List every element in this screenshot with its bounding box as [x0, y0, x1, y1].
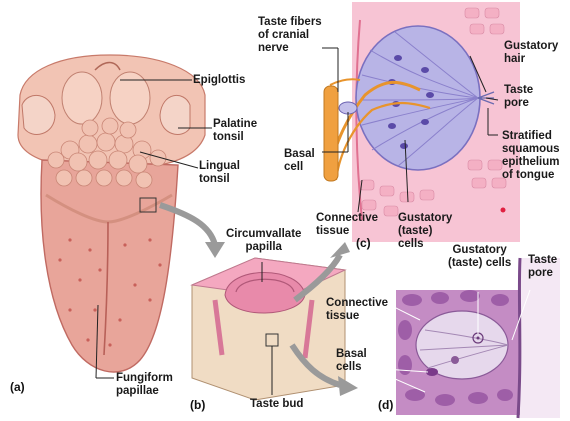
label-circumvallate-papilla: Circumvallate papilla: [226, 228, 301, 254]
label-lingual-tonsil: Lingual tonsil: [199, 160, 240, 186]
panel-label-a: (a): [10, 380, 25, 394]
label-gustatory-c-line1: Gustatory: [398, 212, 453, 224]
label-basal-cell: Basal cell: [284, 148, 315, 174]
label-stratified-line2: squamous: [502, 143, 560, 155]
label-circumvallate-line2: papilla: [245, 241, 282, 253]
label-taste-pore-d-line1: Taste: [528, 254, 558, 266]
label-taste-bud: Taste bud: [250, 398, 304, 410]
label-connective-tissue-c: Connective tissue: [316, 212, 378, 238]
label-taste-fibers-line3: nerve: [258, 42, 289, 54]
label-basal-cell-line1: Basal: [284, 148, 315, 160]
label-connective-c-line2: tissue: [316, 225, 350, 237]
label-taste-fibers-line2: of cranial: [258, 29, 310, 41]
label-gustatory-c-line3: cells: [398, 238, 424, 250]
label-gustatory-hair-line2: hair: [504, 53, 526, 65]
label-gustatory-hair-line1: Gustatory: [504, 40, 559, 52]
label-palatine-line2: tonsil: [213, 131, 244, 143]
label-stratified-epithelium: Stratified squamous epithelium of tongue: [502, 130, 560, 182]
label-gustatory-hair: Gustatory hair: [504, 40, 558, 66]
label-lingual-line1: Lingual: [199, 160, 240, 172]
label-gustatory-cells-c: Gustatory (taste) cells: [398, 212, 452, 251]
panel-label-c: (c): [356, 236, 371, 250]
label-connective-d-line2: tissue: [326, 310, 360, 322]
label-lingual-line2: tonsil: [199, 173, 230, 185]
label-connective-d-line1: Connective: [326, 297, 388, 309]
label-stratified-line1: Stratified: [502, 130, 552, 142]
label-basal-cells-d: Basal cells: [336, 348, 367, 374]
label-stratified-line4: of tongue: [502, 169, 555, 181]
label-taste-pore-c-line2: pore: [504, 97, 529, 109]
label-stratified-line3: epithelium: [502, 156, 560, 168]
label-epiglottis: Epiglottis: [193, 74, 246, 86]
label-fungiform-papillae: Fungiform papillae: [116, 372, 173, 398]
panel-label-b: (b): [190, 398, 206, 412]
label-fungiform-line2: papillae: [116, 385, 159, 397]
label-taste-pore-d-line2: pore: [528, 267, 553, 279]
label-taste-pore-c: Taste pore: [504, 84, 533, 110]
label-gustatory-cells-d: Gustatory (taste) cells: [448, 244, 511, 270]
label-taste-fibers-line1: Taste fibers: [258, 16, 322, 28]
label-taste-pore-c-line1: Taste: [504, 84, 534, 96]
label-palatine-line1: Palatine: [213, 118, 258, 130]
label-taste-pore-d: Taste pore: [528, 254, 557, 280]
panel-label-d: (d): [378, 398, 394, 412]
label-gustatory-c-line2: (taste): [398, 225, 433, 237]
label-connective-tissue-d: Connective tissue: [326, 297, 388, 323]
label-palatine-tonsil: Palatine tonsil: [213, 118, 257, 144]
label-connective-c-line1: Connective: [316, 212, 378, 224]
label-basal-cell-line2: cell: [284, 161, 304, 173]
label-basal-cells-d-line1: Basal: [336, 348, 367, 360]
label-circumvallate-line1: Circumvallate: [226, 228, 302, 240]
label-basal-cells-d-line2: cells: [336, 361, 362, 373]
label-taste-fibers: Taste fibers of cranial nerve: [258, 16, 322, 55]
label-gustatory-d-line1: Gustatory: [452, 244, 507, 256]
label-gustatory-d-line2: (taste) cells: [448, 257, 512, 269]
label-fungiform-line1: Fungiform: [116, 372, 173, 384]
